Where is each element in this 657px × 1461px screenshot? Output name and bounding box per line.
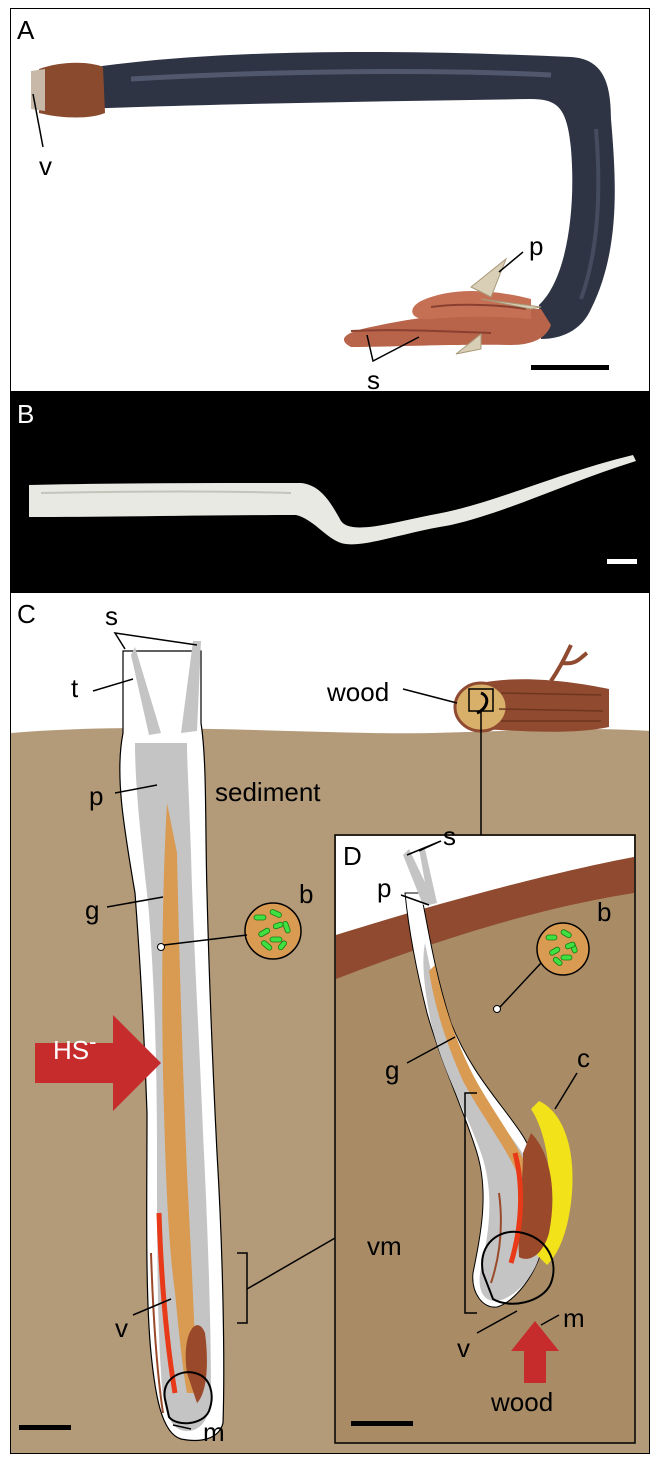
panel-c: C s t p g b sediment wood HS- vm v m D s… — [10, 592, 650, 1454]
scale-bar-a — [531, 365, 609, 370]
hs-text: HS — [53, 1035, 89, 1065]
label-a-s: s — [367, 365, 380, 392]
leader-s-c — [115, 633, 197, 649]
bacteria-point-d — [494, 1006, 501, 1013]
scale-bar-b — [607, 559, 637, 564]
label-d-wood: wood — [490, 1387, 553, 1417]
scale-bar-d — [351, 1421, 413, 1426]
label-c-m: m — [203, 1417, 225, 1447]
bacteria-circle-c — [245, 903, 301, 959]
label-c-sediment: sediment — [215, 777, 321, 807]
panel-a-letter: A — [17, 15, 35, 45]
label-c-g: g — [85, 895, 99, 925]
worm-body — [81, 52, 615, 339]
label-c-wood: wood — [326, 677, 389, 707]
label-d-g: g — [385, 1055, 399, 1085]
label-c-t: t — [71, 673, 79, 703]
panel-c-letter: C — [17, 599, 36, 629]
label-d-p: p — [377, 873, 391, 903]
bacteria-point-c — [158, 944, 165, 951]
panel-b-figure: B — [11, 393, 650, 592]
leader-wood-c — [403, 689, 457, 703]
tube — [29, 455, 636, 544]
label-c-s: s — [105, 601, 118, 631]
collar — [39, 63, 105, 118]
hs-superscript: - — [89, 1029, 96, 1054]
label-c-b: b — [299, 879, 313, 909]
label-c-vm: vm — [367, 1231, 402, 1261]
panel-c-figure: C s t p g b sediment wood HS- vm v m D s… — [11, 593, 650, 1454]
panel-a: A v p s — [10, 8, 650, 392]
panel-b: B — [10, 392, 650, 592]
label-d-b: b — [597, 897, 611, 927]
scale-bar-c — [19, 1425, 71, 1430]
label-c-v: v — [115, 1313, 128, 1343]
label-d-c: c — [577, 1043, 590, 1073]
label-c-p: p — [89, 781, 103, 811]
label-a-p: p — [529, 231, 543, 261]
panel-d-letter: D — [343, 841, 362, 871]
label-d-s: s — [443, 821, 456, 851]
collar-tip — [31, 69, 45, 111]
panel-b-letter: B — [17, 399, 34, 429]
label-d-v: v — [457, 1333, 470, 1363]
plume — [344, 291, 551, 347]
bacteria-circle-d — [537, 923, 589, 975]
panel-a-figure: A v p s — [11, 9, 650, 392]
label-d-m: m — [563, 1303, 585, 1333]
label-a-v: v — [39, 151, 52, 181]
